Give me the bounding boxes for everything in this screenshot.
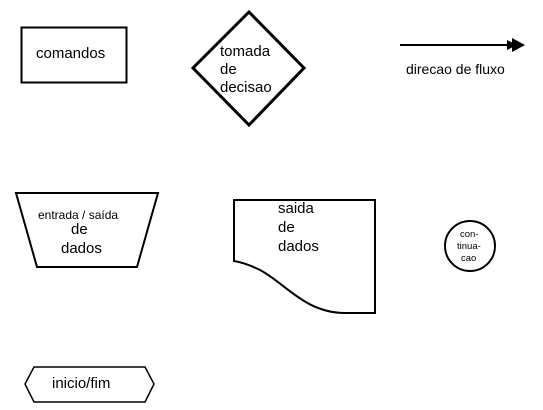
io-label-line-2: de (71, 221, 88, 238)
terminator-symbol (24, 366, 155, 403)
io-label-line-1: entrada / saída (38, 208, 119, 222)
process-symbol (20, 26, 128, 84)
connector-label-line-1: con- (460, 229, 479, 240)
connector-symbol (444, 220, 496, 272)
process-label: comandos (36, 45, 106, 62)
document-label-line-3: dados (278, 238, 319, 255)
io-label-line-3: dados (61, 240, 102, 257)
document-label-line-1: saida (278, 200, 314, 217)
document-label-line-2: de (278, 219, 295, 236)
decision-label-line-3: decisao (220, 79, 272, 96)
decision-label-line-1: tomada (220, 43, 271, 60)
connector-label-line-2: tinua- (457, 241, 481, 252)
flow-arrowhead (512, 38, 525, 52)
connector-label-line-3: cao (461, 253, 477, 264)
decision-label-line-2: de (220, 61, 237, 78)
flow-label: direcao de fluxo (406, 61, 505, 77)
io-symbol (14, 192, 160, 268)
decision-symbol (190, 9, 307, 128)
terminator-label: inicio/fim (52, 375, 111, 392)
document-symbol (233, 199, 376, 314)
